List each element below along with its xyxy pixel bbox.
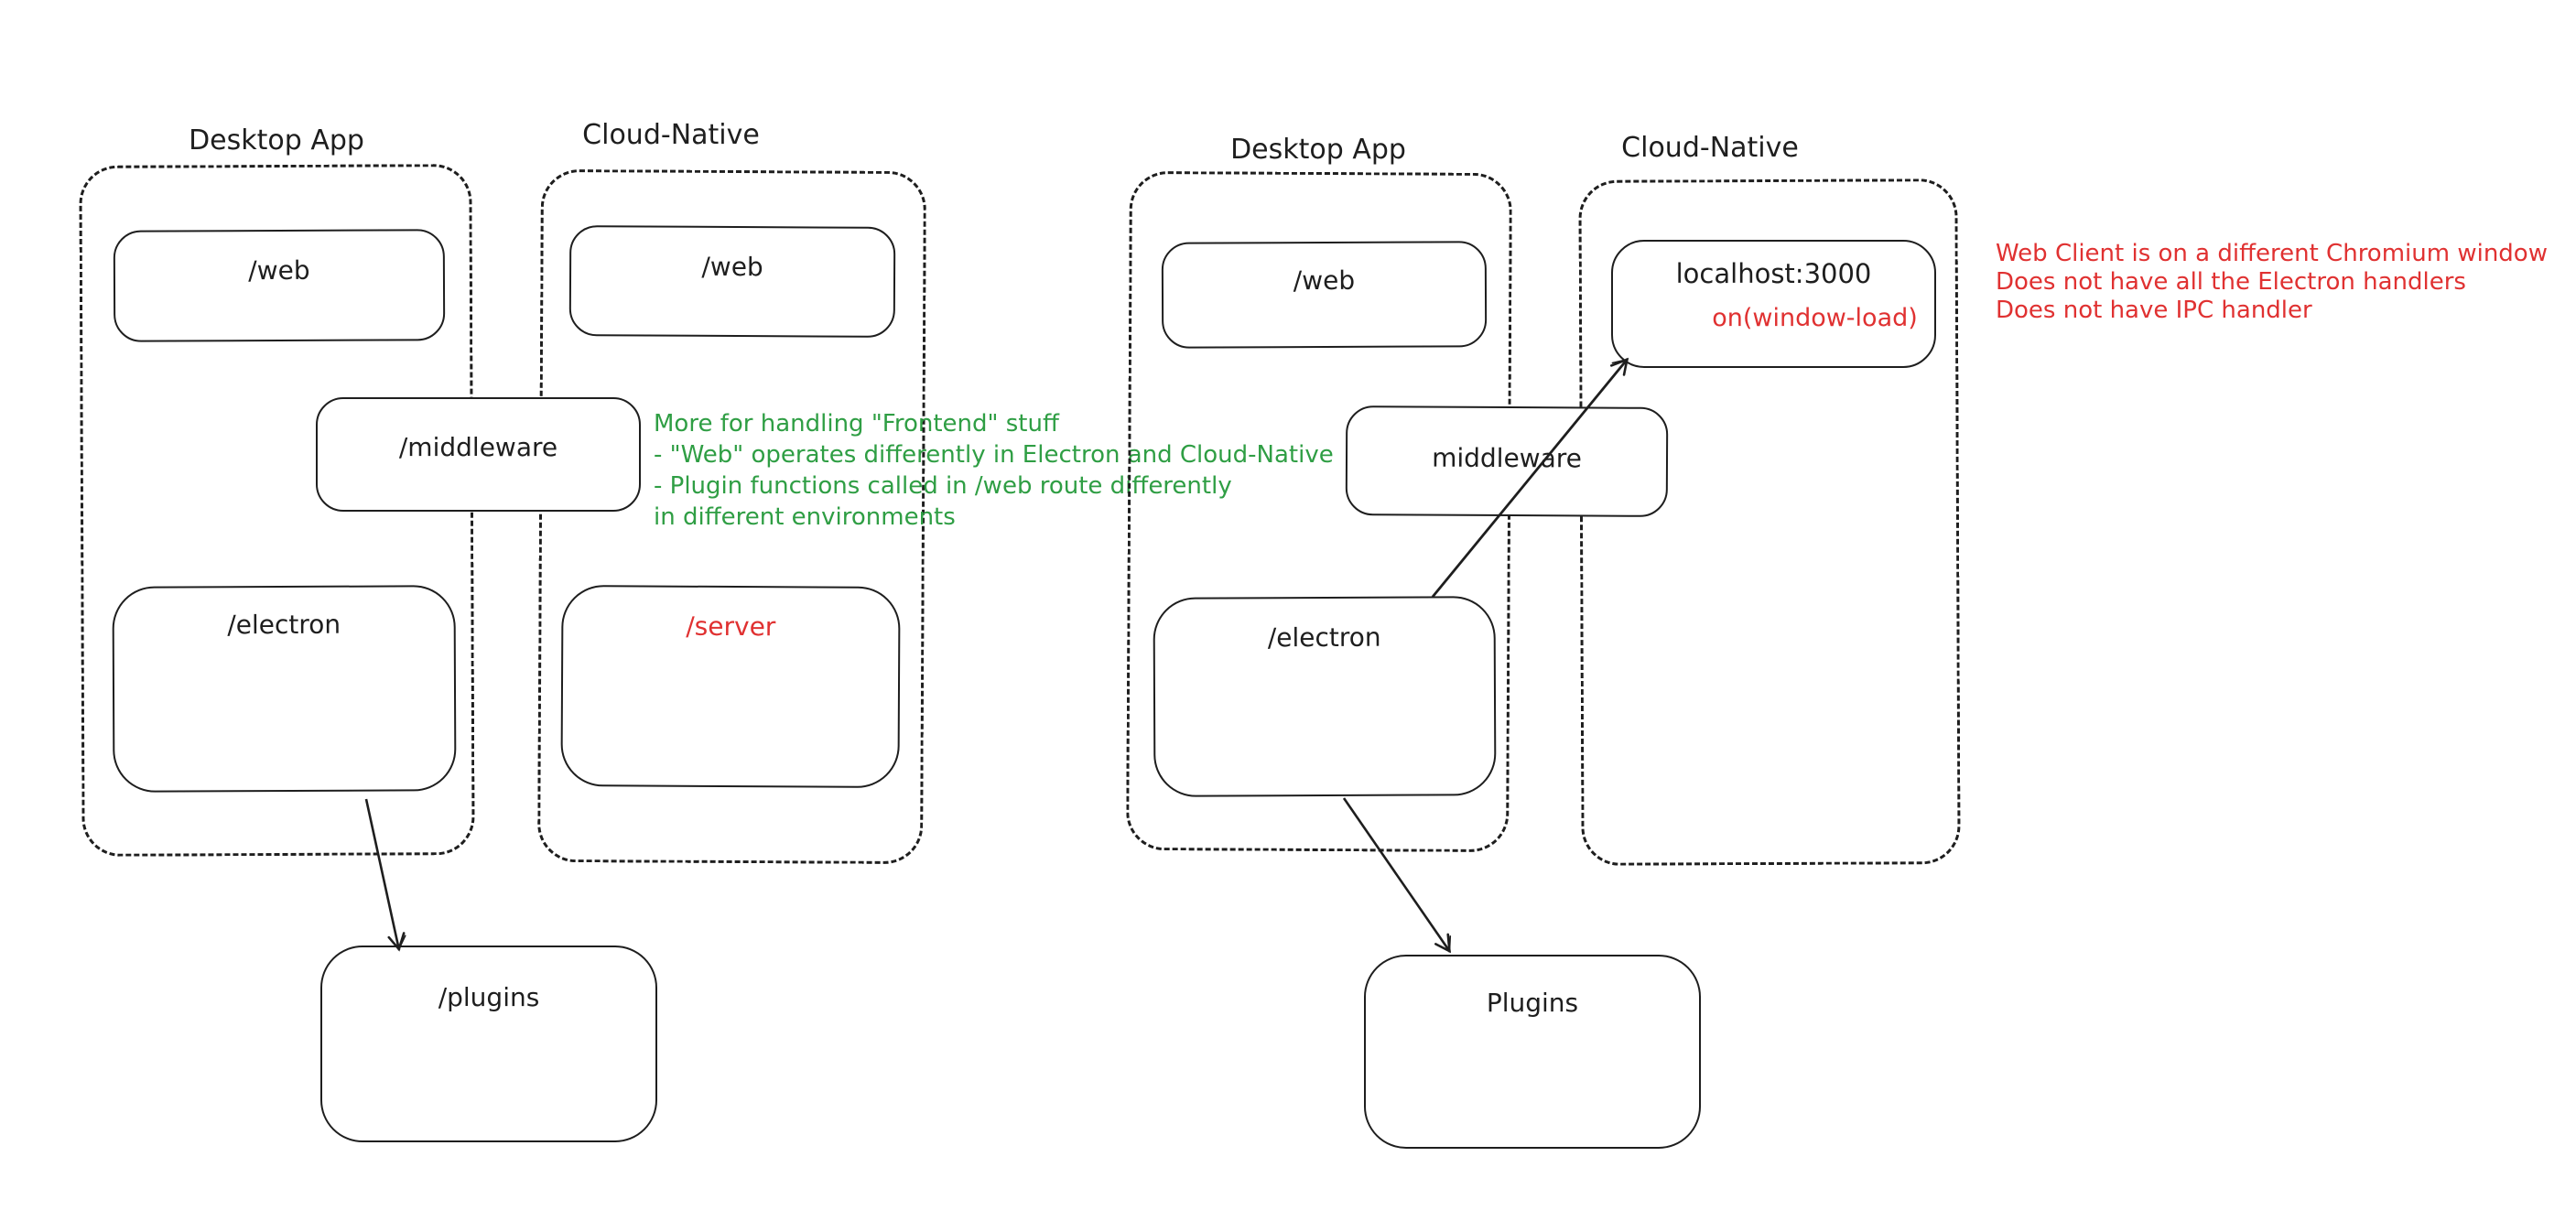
left-web-desktop-node: /web bbox=[113, 229, 446, 342]
right-desktop-app-title: Desktop App bbox=[1230, 134, 1406, 166]
left-plugins-label: /plugins bbox=[438, 982, 540, 1012]
right-plugins-label: Plugins bbox=[1486, 988, 1579, 1018]
left-server-node: /server bbox=[560, 585, 901, 788]
left-electron-label: /electron bbox=[227, 609, 341, 641]
right-localhost-label: localhost:3000 bbox=[1675, 258, 1872, 289]
red-note-line: Does not have IPC handler bbox=[1996, 297, 2312, 324]
red-note-line: Does not have all the Electron handlers bbox=[1996, 268, 2466, 296]
right-middleware-node: middleware bbox=[1345, 405, 1669, 517]
green-note-line: More for handling "Frontend" stuff bbox=[654, 410, 1059, 438]
left-middleware-node: /middleware bbox=[316, 397, 641, 512]
left-plugins-node: /plugins bbox=[320, 946, 657, 1142]
left-web-desktop-label: /web bbox=[248, 254, 310, 286]
left-middleware-label: /middleware bbox=[398, 432, 558, 462]
left-cloud-native-title: Cloud-Native bbox=[582, 119, 760, 151]
right-electron-node: /electron bbox=[1153, 596, 1497, 797]
green-note-line: in different environments bbox=[654, 503, 956, 531]
red-note: Web Client is on a different Chromium wi… bbox=[1996, 240, 2548, 325]
red-note-line: Web Client is on a different Chromium wi… bbox=[1996, 240, 2548, 267]
right-web-node: /web bbox=[1161, 241, 1488, 349]
right-window-load-label: on(window-load) bbox=[1712, 304, 1918, 332]
right-middleware-label: middleware bbox=[1432, 442, 1582, 474]
left-electron-node: /electron bbox=[112, 585, 457, 793]
left-desktop-app-title: Desktop App bbox=[189, 124, 364, 157]
green-note-line: - "Web" operates differently in Electron… bbox=[654, 441, 1334, 469]
right-web-label: /web bbox=[1293, 265, 1356, 297]
green-note-line: - Plugin functions called in /web route … bbox=[654, 472, 1232, 500]
right-localhost-node: localhost:3000 on(window-load) bbox=[1611, 240, 1936, 368]
left-server-label: /server bbox=[686, 611, 776, 643]
left-web-cloud-label: /web bbox=[701, 251, 763, 283]
right-plugins-node: Plugins bbox=[1364, 955, 1701, 1149]
right-cloud-native-title: Cloud-Native bbox=[1621, 132, 1799, 164]
left-web-cloud-node: /web bbox=[568, 225, 896, 338]
right-electron-label: /electron bbox=[1267, 621, 1381, 654]
green-note: More for handling "Frontend" stuff - "We… bbox=[654, 408, 1334, 533]
